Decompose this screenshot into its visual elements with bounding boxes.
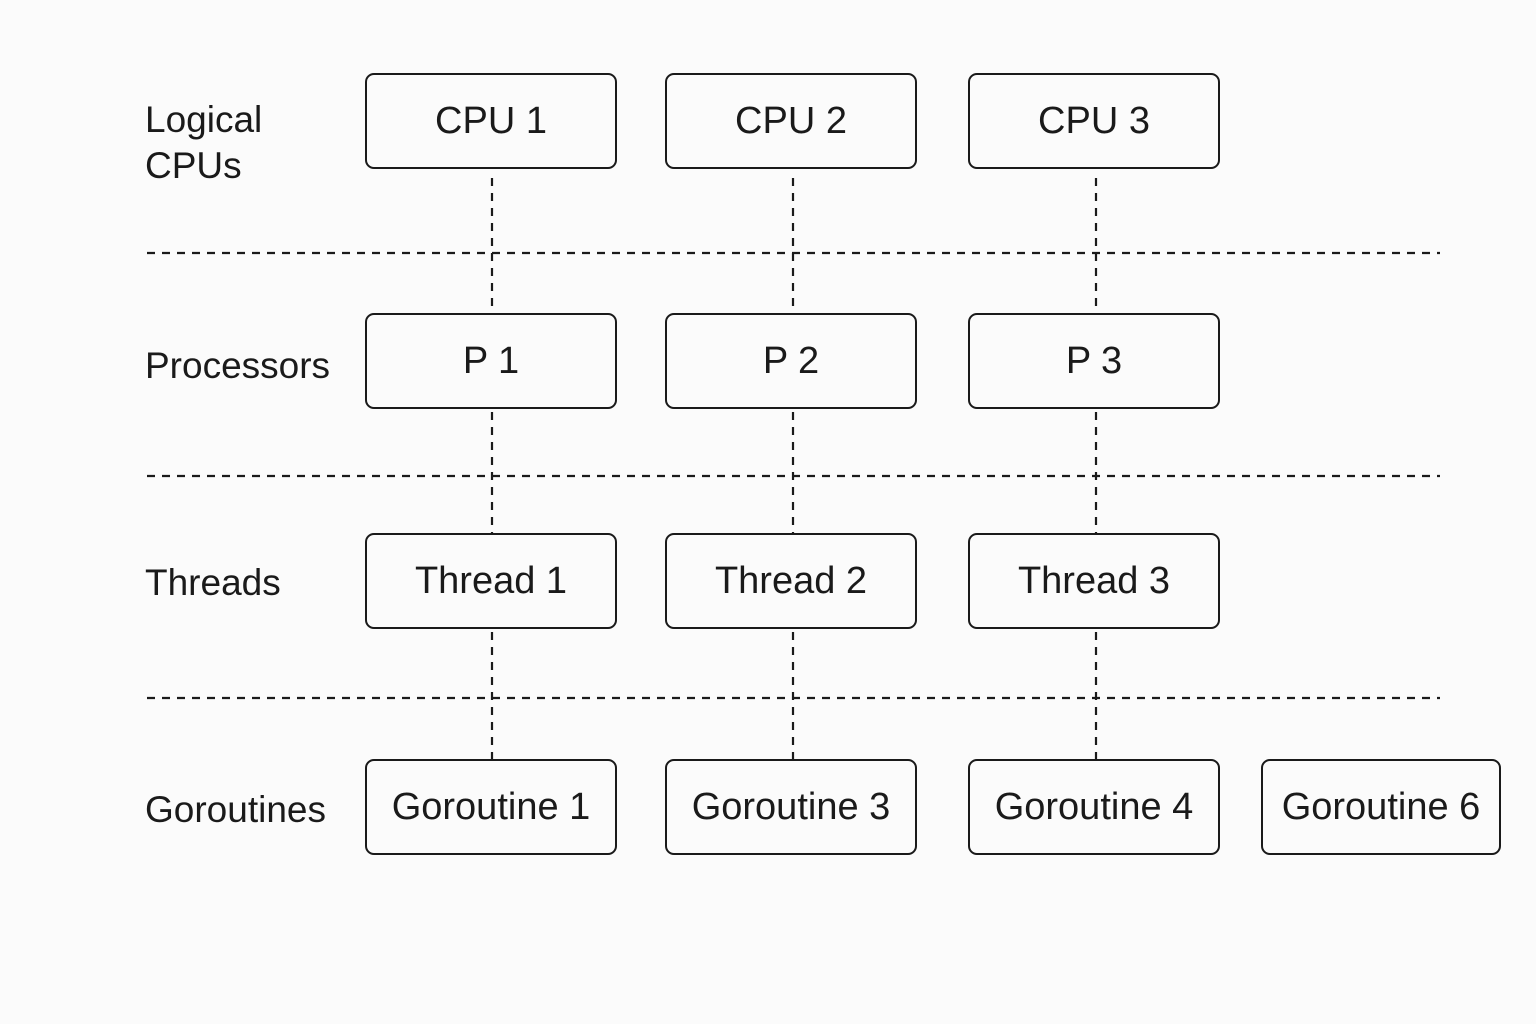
goroutine-box: Goroutine 3 xyxy=(665,759,917,855)
cpu-box: CPU 2 xyxy=(665,73,917,169)
goroutine-box: Goroutine 1 xyxy=(365,759,617,855)
processor-box: P 2 xyxy=(665,313,917,409)
goroutine-box: Goroutine 6 xyxy=(1261,759,1501,855)
processor-box: P 1 xyxy=(365,313,617,409)
cpu-box: CPU 3 xyxy=(968,73,1220,169)
row-label-logical-cpus: Logical CPUs xyxy=(145,99,263,186)
row-label-goroutines: Goroutines xyxy=(145,789,326,830)
processor-box: P 3 xyxy=(968,313,1220,409)
thread-box: Thread 1 xyxy=(365,533,617,629)
thread-box: Thread 2 xyxy=(665,533,917,629)
thread-box: Thread 3 xyxy=(968,533,1220,629)
cpu-box: CPU 1 xyxy=(365,73,617,169)
row-label-threads: Threads xyxy=(145,562,281,603)
goroutine-box: Goroutine 4 xyxy=(968,759,1220,855)
row-label-processors: Processors xyxy=(145,345,331,386)
